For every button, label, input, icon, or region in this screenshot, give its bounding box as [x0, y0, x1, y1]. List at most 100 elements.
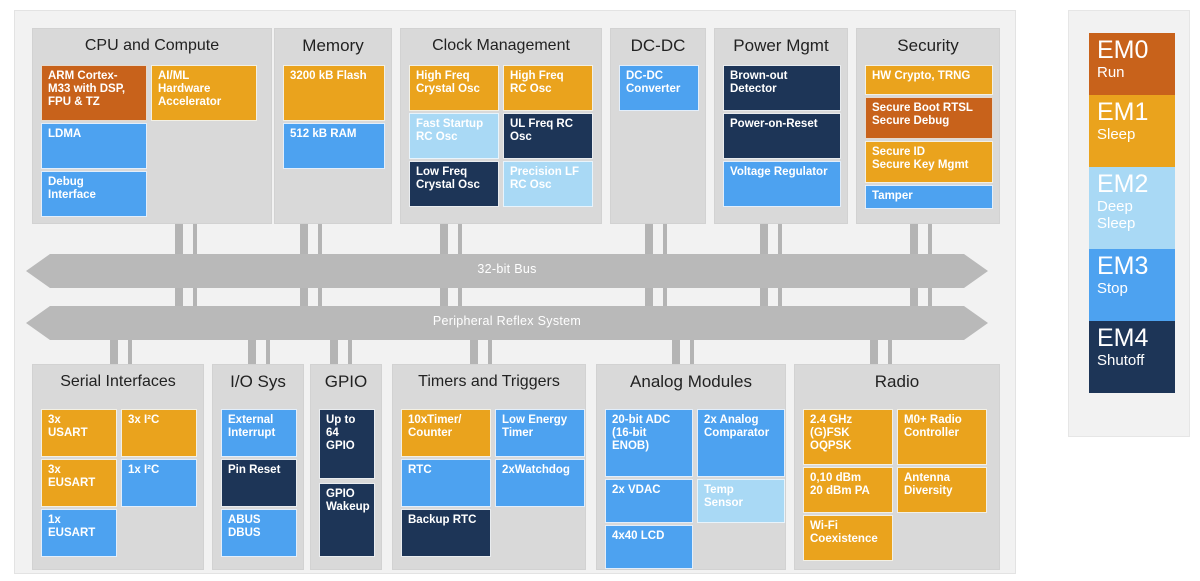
block-ai-ml-hardware-accelerator: AI/ML Hardware Accelerator: [151, 65, 257, 121]
block-low-freq-crystal-osc: Low Freq Crystal Osc: [409, 161, 499, 207]
bus-connector: [760, 288, 768, 308]
block-debug-interface: Debug Interface: [41, 171, 147, 217]
bus-arrow-right-icon: [964, 306, 988, 340]
block-wi-fi-coexistence: Wi-Fi Coexistence: [803, 515, 893, 561]
bus-label-bus-32bit: 32-bit Bus: [477, 262, 537, 276]
panel-title-power-mgmt: Power Mgmt: [733, 36, 829, 55]
bus-label-bus-prs: Peripheral Reflex System: [432, 314, 582, 328]
block-low-energy-timer: Low Energy Timer: [495, 409, 585, 457]
bus-connector: [778, 288, 782, 308]
energy-mode-name: EM3: [1097, 252, 1149, 280]
bus-connector: [910, 224, 918, 256]
bus-connector: [778, 224, 782, 256]
bus-connector: [266, 340, 270, 366]
bus-connector: [128, 340, 132, 366]
bus-connector: [318, 288, 322, 308]
panel-title-cpu-and-compute: CPU and Compute: [84, 37, 220, 54]
bus-connector: [348, 340, 352, 366]
panel-title-analog-modules: Analog Modules: [630, 372, 752, 391]
panel-title-timers-and-triggers: Timers and Triggers: [418, 373, 560, 390]
block-4x40-lcd: 4x40 LCD: [605, 525, 693, 569]
block-high-freq-crystal-osc: High Freq Crystal Osc: [409, 65, 499, 111]
block-2x-vdac: 2x VDAC: [605, 479, 693, 523]
energy-mode-name: EM1: [1097, 98, 1149, 126]
bus-arrow-left-icon: [26, 254, 50, 288]
block-2-4-ghz-g-fsk-oqpsk: 2.4 GHz (G)FSK OQPSK: [803, 409, 893, 465]
bus-connector: [175, 288, 183, 308]
bus-connector: [300, 288, 308, 308]
bus-connector: [690, 340, 694, 366]
block-secure-id-secure-key-mgmt: Secure ID Secure Key Mgmt: [865, 141, 993, 183]
block-1x-eusart: 1x EUSART: [41, 509, 117, 557]
bus-connector: [193, 224, 197, 256]
bus-connector: [175, 224, 183, 256]
energy-mode-legend: Feature available down to Energy Mode EM…: [1068, 10, 1190, 437]
block-dc-dc-converter: DC-DC Converter: [619, 65, 699, 111]
bus-connector: [870, 340, 878, 366]
bus-connector: [663, 224, 667, 256]
bus-connector: [928, 288, 932, 308]
panel-title-memory: Memory: [302, 36, 364, 55]
block-power-on-reset: Power-on-Reset: [723, 113, 841, 159]
block-abus-dbus: ABUS DBUS: [221, 509, 297, 557]
bus-connector: [488, 340, 492, 366]
bus-connector: [440, 224, 448, 256]
block-antenna-diversity: Antenna Diversity: [897, 467, 987, 513]
block-backup-rtc: Backup RTC: [401, 509, 491, 557]
bus-connector: [645, 288, 653, 308]
bus-bar: [50, 254, 964, 288]
block-2xwatchdog: 2xWatchdog: [495, 459, 585, 507]
block-20-bit-adc-16-bit-enob: 20-bit ADC (16-bit ENOB): [605, 409, 693, 477]
bus-connector: [458, 288, 462, 308]
bus-connector: [470, 340, 478, 366]
panel-title-security: Security: [897, 36, 959, 55]
bus-connector: [645, 224, 653, 256]
panel-analog-modules: Analog Modules 20-bit ADC (16-bit ENOB)2x…: [596, 364, 786, 570]
panel-title-radio: Radio: [874, 372, 920, 391]
block-1x-i-c: 1x I²C: [121, 459, 197, 507]
energy-mode-sublabel: Stop: [1097, 280, 1128, 297]
bus-connector: [193, 288, 197, 308]
block-arm-cortex-m33-with-dsp-fpu-tz: ARM Cortex- M33 with DSP, FPU & TZ: [41, 65, 147, 121]
panel-dc-dc: DC-DC DC-DC Converter: [610, 28, 706, 224]
block-temp-sensor: Temp Sensor: [697, 479, 785, 523]
bus-bus-32bit: 32-bit Bus: [26, 254, 988, 288]
block-high-freq-rc-osc: High Freq RC Osc: [503, 65, 593, 111]
bus-connector: [110, 340, 118, 366]
energy-mode-name: EM4: [1097, 324, 1149, 352]
block-2x-analog-comparator: 2x Analog Comparator: [697, 409, 785, 477]
energy-mode-name: EM0: [1097, 36, 1149, 64]
block-rtc: RTC: [401, 459, 491, 507]
bus-connector: [458, 224, 462, 256]
panel-title-clock-management: Clock Management: [432, 37, 570, 54]
panel-title-io-sys: I/O Sys: [230, 372, 286, 391]
bus-connector: [440, 288, 448, 308]
block-gpio-wakeup: GPIO Wakeup: [319, 483, 375, 557]
block-3x-i-c: 3x I²C: [121, 409, 197, 457]
bus-arrow-right-icon: [964, 254, 988, 288]
energy-mode-sublabel: Deep Sleep: [1097, 198, 1136, 232]
block-hw-crypto-trng: HW Crypto, TRNG: [865, 65, 993, 95]
block-voltage-regulator: Voltage Regulator: [723, 161, 841, 207]
bus-arrow-left-icon: [26, 306, 50, 340]
bus-connector: [888, 340, 892, 366]
panel-title-dc-dc: DC-DC: [630, 36, 686, 55]
block-secure-boot-rtsl-secure-debug: Secure Boot RTSL Secure Debug: [865, 97, 993, 139]
bus-connector: [760, 224, 768, 256]
block-brown-out-detector: Brown-out Detector: [723, 65, 841, 111]
block-0-10-dbm-20-dbm-pa: 0,10 dBm 20 dBm PA: [803, 467, 893, 513]
